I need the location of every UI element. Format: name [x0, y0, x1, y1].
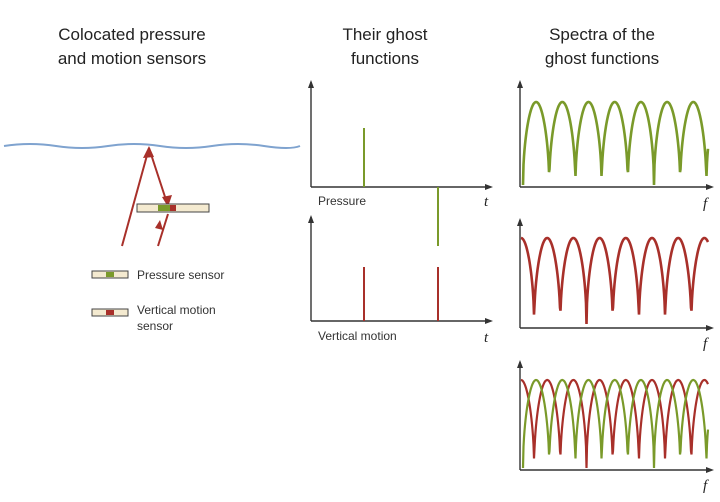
legend-pressure-mark	[106, 272, 114, 277]
heading-col2-line1: Their ghost	[342, 25, 427, 44]
pressure-plot-time-label: t	[484, 194, 489, 210]
ray-paths	[121, 147, 169, 247]
spectrum1-x-arrow	[706, 184, 714, 190]
pressure-plot-y-arrow	[308, 80, 314, 88]
spectrum3-x-arrow	[706, 467, 714, 473]
spectrum1-freq-label: f	[703, 196, 709, 212]
spectrum2-x-arrow	[706, 325, 714, 331]
spectrum2-freq-label: f	[703, 336, 709, 352]
heading-col1-line2: and motion sensors	[58, 49, 206, 68]
spectrum2-y-arrow	[517, 218, 523, 226]
combined-motion-spectrum-curve	[520, 378, 709, 469]
heading-col3-line1: Spectra of the	[549, 25, 655, 44]
pressure-ghost-plot: Pressure t	[308, 80, 493, 246]
pressure-element	[158, 205, 170, 211]
spectrum3-freq-label: f	[703, 478, 709, 494]
motion-spectrum-curve	[520, 236, 710, 325]
spectrum1-y-arrow	[517, 80, 523, 88]
ray-arrowhead-sensor	[162, 195, 172, 207]
motion-plot-label: Vertical motion	[318, 329, 397, 343]
spectrum-panel-combined: f	[517, 360, 714, 494]
ray-arrowhead-reflect	[155, 220, 163, 230]
legend: Pressure sensor Vertical motion sensor	[91, 268, 224, 333]
motion-ghost-plot: Vertical motion t	[308, 215, 493, 346]
motion-plot-y-arrow	[308, 215, 314, 223]
motion-element	[170, 205, 176, 211]
upgoing-ray	[121, 147, 150, 247]
spectrum-panel-pressure: f	[517, 80, 714, 212]
legend-motion-label-line1: Vertical motion	[137, 303, 216, 317]
spectrum3-y-arrow	[517, 360, 523, 368]
pressure-plot-label: Pressure	[318, 194, 366, 208]
legend-motion-label-line2: sensor	[137, 319, 173, 333]
heading-col3-line2: ghost functions	[545, 49, 659, 68]
heading-col2-line2: functions	[351, 49, 419, 68]
pressure-spectrum-curve	[521, 100, 710, 186]
ray-arrowhead-top	[143, 146, 154, 158]
combined-pressure-spectrum-curve	[521, 378, 710, 469]
motion-plot-x-arrow	[485, 318, 493, 324]
heading-col1-line1: Colocated pressure	[58, 25, 205, 44]
pressure-plot-x-arrow	[485, 184, 493, 190]
sea-surface-line	[3, 143, 301, 149]
motion-plot-time-label: t	[484, 330, 489, 346]
legend-motion-mark	[106, 310, 114, 315]
legend-pressure-label: Pressure sensor	[137, 268, 224, 282]
reflected-ray	[148, 147, 169, 207]
spectrum-panel-motion: f	[517, 218, 714, 352]
